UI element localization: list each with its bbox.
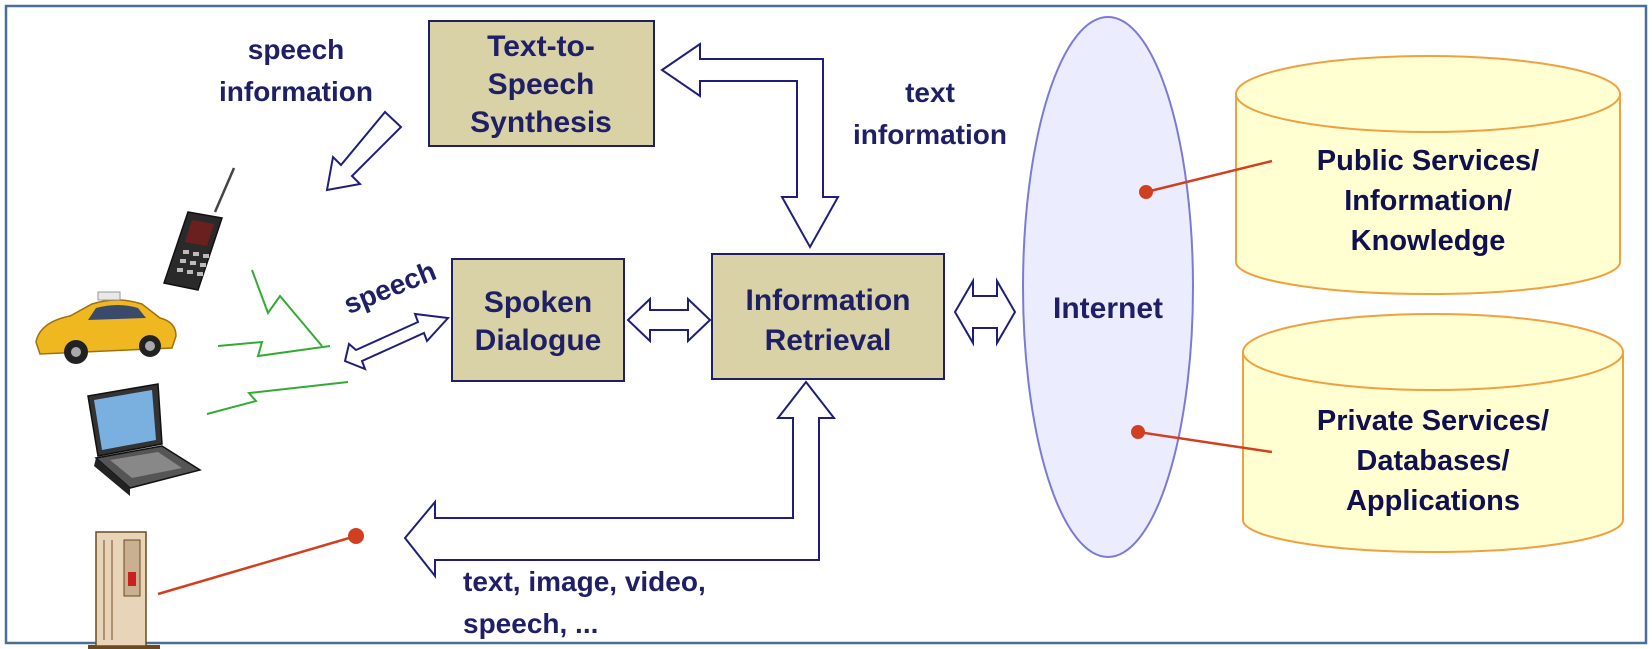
kiosk-terminal-icon (88, 531, 160, 649)
spoken-dialogue-label-2: Dialogue (475, 324, 602, 357)
information-retrieval-label-1: Information (746, 284, 911, 317)
spoken-dialogue-label-1: Spoken (484, 286, 592, 319)
media-output-arrow (403, 380, 837, 579)
signal-line-phone (251, 269, 323, 347)
mobile-phone-icon (163, 167, 236, 291)
output-media-label-2: speech, ... (463, 608, 598, 639)
signal-line-car (217, 340, 331, 358)
public-services-database: Public Services/ Information/ Knowledge (1235, 55, 1621, 295)
public-connector-dot (1139, 185, 1153, 199)
output-media-label-1: text, image, video, (463, 566, 706, 597)
private-services-database: Private Services/ Databases/ Application… (1242, 313, 1624, 553)
speech-output-arrow (325, 110, 403, 192)
text-information-label-1: text (905, 77, 955, 108)
internet-ellipse: Internet (1022, 16, 1194, 558)
speech-double-arrow (343, 312, 451, 371)
private-services-label-1: Private Services/ (1317, 405, 1549, 437)
signal-line-laptop (206, 381, 349, 415)
tts-label-2: Speech (488, 68, 595, 101)
private-connector-dot (1131, 425, 1145, 439)
internet-label: Internet (1053, 292, 1163, 325)
spoken-dialogue-box: Spoken Dialogue (451, 258, 625, 382)
laptop-icon (87, 383, 202, 496)
information-retrieval-label-2: Retrieval (765, 324, 892, 357)
kiosk-connector-dot (348, 528, 364, 544)
car-icon (35, 291, 177, 364)
public-services-label-2: Information/ (1344, 185, 1512, 217)
speech-information-label-2: information (219, 76, 373, 107)
information-retrieval-box: Information Retrieval (711, 253, 945, 380)
tts-ir-arrow (660, 42, 840, 250)
private-connector-line (1137, 430, 1273, 454)
tts-box: Text-to- Speech Synthesis (428, 20, 655, 147)
kiosk-connector-line (157, 534, 357, 596)
public-connector-line (1145, 159, 1273, 194)
speech-information-label-1: speech (248, 34, 345, 65)
tts-label-1: Text-to- (487, 30, 595, 63)
text-information-label-2: information (853, 119, 1007, 150)
private-services-label-3: Applications (1346, 485, 1520, 517)
public-services-label-3: Knowledge (1351, 225, 1506, 257)
dialogue-ir-arrow (626, 296, 712, 344)
private-services-label-2: Databases/ (1356, 445, 1509, 477)
ir-internet-arrow (953, 277, 1017, 347)
public-services-label-1: Public Services/ (1317, 145, 1539, 177)
tts-label-3: Synthesis (470, 106, 612, 139)
